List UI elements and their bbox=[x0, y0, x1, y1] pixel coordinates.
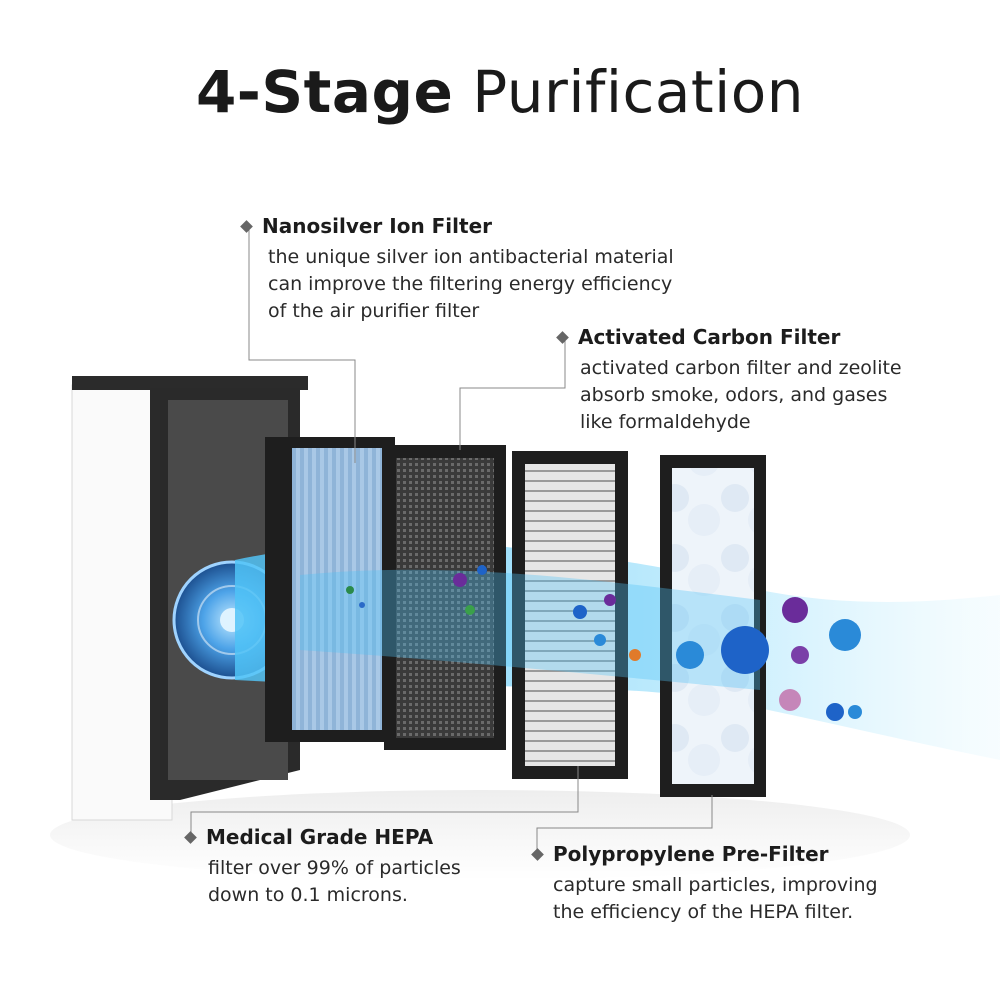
callout-title: Polypropylene Pre-Filter bbox=[553, 842, 829, 866]
diamond-bullet-icon bbox=[531, 847, 544, 861]
callout-description: activated carbon filter and zeolite abso… bbox=[580, 355, 902, 436]
callout-line: can improve the filtering energy efficie… bbox=[268, 273, 673, 295]
carbon-filter bbox=[384, 445, 506, 750]
germ-icon bbox=[346, 565, 862, 721]
leader-line-prefilter bbox=[536, 795, 713, 857]
callout-line: the unique silver ion antibacterial mate… bbox=[268, 246, 674, 268]
callout-title: Medical Grade HEPA bbox=[206, 825, 434, 849]
callout-line: absorb smoke, odors, and gases bbox=[580, 384, 888, 406]
leader-line-carbon bbox=[459, 340, 566, 450]
callout-line: capture small particles, improving bbox=[553, 874, 878, 896]
callout-description: the unique silver ion antibacterial mate… bbox=[268, 244, 674, 325]
title-bold: 4-Stage bbox=[195, 58, 454, 126]
page-title: 4-Stage Purification bbox=[0, 58, 1000, 126]
callout-carbon: Activated Carbon Filter activated carbon… bbox=[556, 325, 902, 436]
pre-filter bbox=[660, 455, 766, 797]
callout-line: the efficiency of the HEPA filter. bbox=[553, 901, 854, 923]
hepa-filter bbox=[512, 451, 628, 779]
callout-line: down to 0.1 microns. bbox=[208, 884, 408, 906]
callout-description: capture small particles, improving the e… bbox=[553, 872, 878, 926]
callout-line: filter over 99% of particles bbox=[208, 857, 461, 879]
leader-line-hepa bbox=[190, 766, 579, 838]
nanosilver-filter bbox=[265, 437, 395, 742]
callout-line: like formaldehyde bbox=[580, 411, 751, 433]
callout-title: Nanosilver Ion Filter bbox=[262, 214, 492, 238]
diamond-bullet-icon bbox=[240, 219, 253, 233]
callout-description: filter over 99% of particles down to 0.1… bbox=[208, 855, 461, 909]
callout-title: Activated Carbon Filter bbox=[578, 325, 841, 349]
callout-line: of the air purifier filter bbox=[268, 300, 480, 322]
callout-prefilter: Polypropylene Pre-Filter capture small p… bbox=[531, 842, 878, 926]
leader-line-nanosilver bbox=[248, 228, 356, 463]
diamond-bullet-icon bbox=[556, 330, 569, 344]
callout-hepa: Medical Grade HEPA filter over 99% of pa… bbox=[184, 825, 461, 909]
title-light: Purification bbox=[453, 58, 805, 126]
diamond-bullet-icon bbox=[184, 830, 197, 844]
callout-line: activated carbon filter and zeolite bbox=[580, 357, 902, 379]
callout-nanosilver: Nanosilver Ion Filter the unique silver … bbox=[240, 214, 674, 325]
